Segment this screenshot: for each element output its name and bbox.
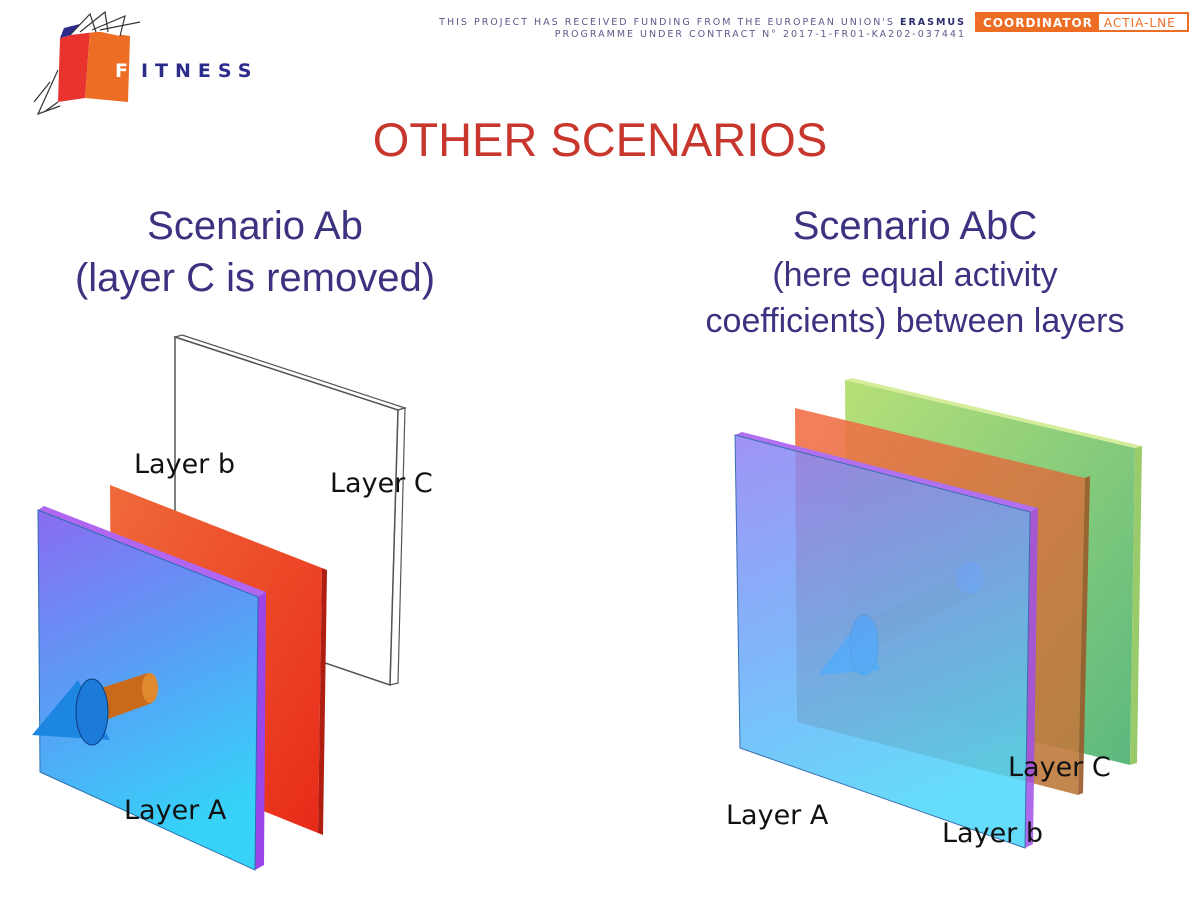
book-logo-icon — [33, 10, 141, 116]
right-layer-a-panel — [734, 432, 1038, 849]
left-label-layer-a: Layer A — [124, 795, 227, 826]
coordinator-badge: COORDINATOR ACTIA-LNE — [975, 12, 1189, 32]
right-label-layer-a: Layer A — [726, 800, 829, 831]
funding-notice: THIS PROJECT HAS RECEIVED FUNDING FROM T… — [439, 17, 966, 41]
left-scenario-heading: Scenario Ab (layer C is removed) — [30, 200, 480, 304]
left-source-probe — [32, 673, 158, 746]
right-heading-line-3: coefficients) between layers — [705, 302, 1125, 340]
left-heading-line-1: Scenario Ab — [147, 204, 363, 248]
coordinator-name: ACTIA-LNE — [1103, 16, 1176, 30]
funding-line-1: THIS PROJECT HAS RECEIVED FUNDING FROM T… — [439, 17, 966, 28]
right-heading-line-1: Scenario AbC — [792, 204, 1038, 248]
left-label-layer-c: Layer C — [330, 468, 433, 499]
coordinator-label: COORDINATOR — [977, 14, 1099, 30]
left-heading-line-2: (layer C is removed) — [74, 256, 436, 300]
left-label-layer-b: Layer b — [134, 449, 235, 480]
fitness-logo: F ITNESS — [30, 10, 280, 120]
logo-rest: ITNESS — [140, 60, 259, 82]
logo-wordmark: F ITNESS — [115, 60, 258, 82]
logo-initial: F — [115, 60, 135, 82]
right-label-layer-b: Layer b — [942, 818, 1043, 849]
right-label-layer-c: Layer C — [1008, 752, 1111, 783]
right-heading-line-2: (here equal activity — [772, 256, 1058, 294]
right-scenario-heading: Scenario AbC (here equal activity coeffi… — [660, 200, 1170, 344]
funding-line-2: PROGRAMME UNDER CONTRACT N° 2017-1-FR01-… — [554, 29, 966, 40]
erasmus-text: ERASMUS — [899, 17, 966, 28]
slide-title: OTHER SCENARIOS — [372, 113, 828, 166]
